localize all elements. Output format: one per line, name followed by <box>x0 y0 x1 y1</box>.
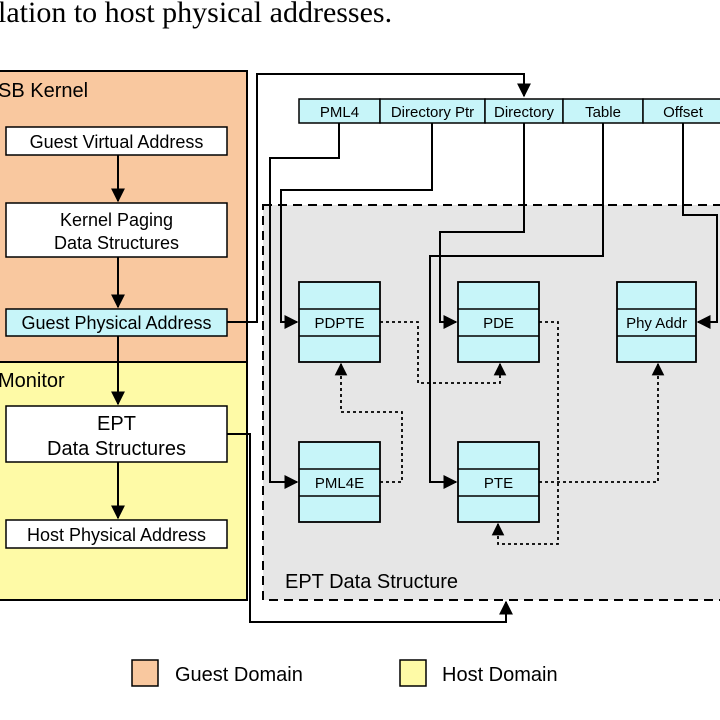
ept-data-structure-region <box>262 204 720 601</box>
address-field-table <box>562 98 644 124</box>
table-pdpte: PDPTE <box>298 281 381 363</box>
line-dirptr-to-pdpte <box>280 123 433 329</box>
table-pdpte-box <box>298 281 381 363</box>
line-pml4-to-pml4e <box>269 123 340 489</box>
table-phy-addr: Phy Addr <box>616 281 697 363</box>
kernel-paging-label-1: Kernel Paging <box>60 210 173 230</box>
address-field-offset <box>642 98 720 124</box>
legend-label-guest: Guest Domain <box>175 664 303 686</box>
guest-panel-label: SB Kernel <box>0 80 88 102</box>
legend-label-host: Host Domain <box>442 664 558 686</box>
line-offset-to-phyaddr <box>682 123 718 329</box>
table-pdpte-label: PDPTE <box>314 315 364 332</box>
ept-box-label-2: Data Structures <box>47 438 186 460</box>
table-pde-label: PDE <box>483 315 514 332</box>
dotted-pdpte-to-pde <box>380 321 507 384</box>
guest-virtual-address-label: Guest Virtual Address <box>30 132 204 152</box>
guest-physical-address-box <box>5 308 228 337</box>
address-field-directory-ptr <box>379 98 486 124</box>
kernel-paging-box <box>5 202 228 258</box>
connector-gpa-to-address <box>227 73 531 323</box>
guest-virtual-address-box <box>5 126 228 156</box>
table-phy-addr-label: Phy Addr <box>626 315 687 332</box>
guest-physical-address-label: Guest Physical Address <box>21 313 211 333</box>
kernel-paging-label-2: Data Structures <box>54 233 179 253</box>
figure-heading: lation to host physical addresses. <box>0 0 392 29</box>
table-pml4e-box <box>298 441 381 523</box>
line-table-to-pte <box>429 123 604 489</box>
table-pde: PDE <box>457 281 540 363</box>
table-pte-label: PTE <box>484 475 513 492</box>
address-field-table-label: Table <box>585 104 621 121</box>
address-field-directory-ptr-label: Directory Ptr <box>391 104 474 121</box>
host-physical-address-label: Host Physical Address <box>27 525 206 545</box>
legend-swatch-guest <box>131 659 159 687</box>
table-pml4e-label: PML4E <box>315 475 364 492</box>
table-pde-box <box>457 281 540 363</box>
host-domain-panel <box>0 361 248 601</box>
legend-swatch-host <box>399 659 427 687</box>
table-pte-box <box>457 441 540 523</box>
ept-region-label: EPT Data Structure <box>285 571 458 593</box>
dotted-pml4e-to-pdpte <box>334 362 403 483</box>
address-register: PML4 Directory Ptr Directory Table Offse… <box>298 98 720 124</box>
host-physical-address-box <box>5 519 228 549</box>
table-phy-addr-box <box>616 281 697 363</box>
dotted-pde-to-pte <box>491 321 559 545</box>
address-field-pml4 <box>298 98 381 124</box>
address-field-directory-label: Directory <box>494 104 555 121</box>
ept-box-label-1: EPT <box>97 413 136 435</box>
line-directory-to-pde <box>439 123 525 329</box>
connector-ept-to-region <box>227 433 513 623</box>
legend: Guest Domain Host Domain <box>131 659 558 687</box>
ept-data-structures-box <box>5 405 228 463</box>
address-field-pml4-label: PML4 <box>320 104 359 121</box>
host-panel-label: Monitor <box>0 370 65 392</box>
table-pml4e: PML4E <box>298 441 381 523</box>
table-pte: PTE <box>457 441 540 523</box>
address-field-offset-label: Offset <box>663 104 704 121</box>
